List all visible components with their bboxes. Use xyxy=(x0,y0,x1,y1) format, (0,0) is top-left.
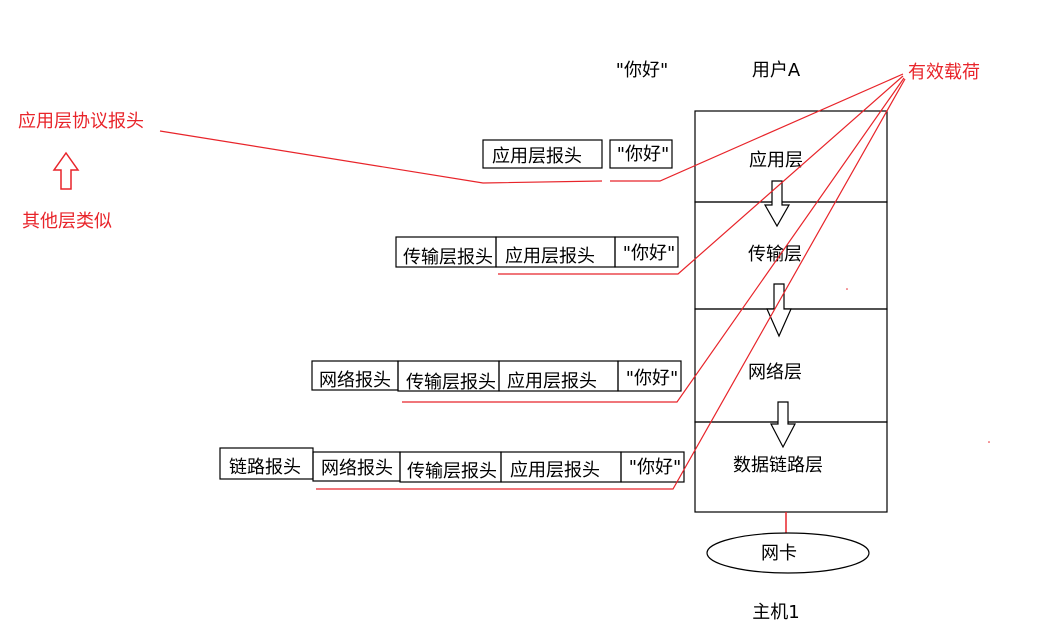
packet-cell-label: 网络报头 xyxy=(321,458,393,479)
packet-row-transport: 传输层报头 应用层报头 "你好" xyxy=(395,236,679,268)
annotation-lines xyxy=(159,73,906,490)
user-label: 用户A xyxy=(752,60,801,81)
packet-cell-label: 应用层报头 xyxy=(510,460,600,481)
payload-pointer-row3 xyxy=(402,77,905,403)
host-label: 主机1 xyxy=(752,602,799,623)
packet-cell-label: "你好" xyxy=(626,368,679,389)
similar-note: 其他层类似 xyxy=(22,211,112,232)
layer-datalink-label: 数据链路层 xyxy=(733,455,823,476)
payload-pointer-row4 xyxy=(316,78,906,490)
packet-row-app: 应用层报头 "你好" xyxy=(482,139,673,169)
down-arrow-icon xyxy=(766,283,792,338)
app-header-pointer xyxy=(159,130,603,184)
app-header-note: 应用层协议报头 xyxy=(18,111,144,132)
payload-pointer-row2 xyxy=(498,75,904,275)
nic-label: 网卡 xyxy=(761,543,797,564)
payload-pointer-row1 xyxy=(610,73,904,182)
layer-datalink-box xyxy=(694,421,888,513)
packet-cell-label: 应用层报头 xyxy=(492,146,582,167)
packet-cell-label: 传输层报头 xyxy=(407,461,497,482)
packet-cell-label: 传输层报头 xyxy=(403,247,493,268)
packet-cell-label: "你好" xyxy=(629,457,682,478)
stray-dot xyxy=(988,441,990,443)
layer-stack: 应用层 传输层 网络层 数据链路层 xyxy=(694,110,888,513)
packet-cell-label: 网络报头 xyxy=(319,370,391,391)
packet-cell-label: "你好" xyxy=(617,144,670,165)
packet-row-datalink: 链路报头 网络报头 传输层报头 应用层报头 "你好" xyxy=(219,447,685,483)
packet-cell xyxy=(482,139,603,169)
layer-app-label: 应用层 xyxy=(749,150,803,171)
packet-cell-label: "你好" xyxy=(623,243,676,264)
nic-ellipse xyxy=(706,532,870,574)
payload-label: 有效载荷 xyxy=(908,62,980,83)
down-arrow-icon xyxy=(763,180,791,228)
up-arrow-icon xyxy=(52,151,80,190)
packet-cell xyxy=(617,360,682,392)
down-arrow-icon xyxy=(770,401,796,449)
packet-row-network: 网络报头 传输层报头 应用层报头 "你好" xyxy=(311,360,682,393)
stray-dot xyxy=(846,288,848,290)
packet-cell-label: 链路报头 xyxy=(229,457,301,478)
packet-cell xyxy=(620,451,685,483)
packet-cell xyxy=(609,139,673,169)
packet-cell-label: 传输层报头 xyxy=(406,372,496,393)
layer-network-label: 网络层 xyxy=(748,362,802,383)
hello-label: "你好" xyxy=(616,60,669,81)
layer-transport-label: 传输层 xyxy=(748,244,802,265)
packet-cell-label: 应用层报头 xyxy=(505,246,595,267)
packet-cell-label: 应用层报头 xyxy=(507,371,597,392)
packet-cell xyxy=(614,236,679,268)
